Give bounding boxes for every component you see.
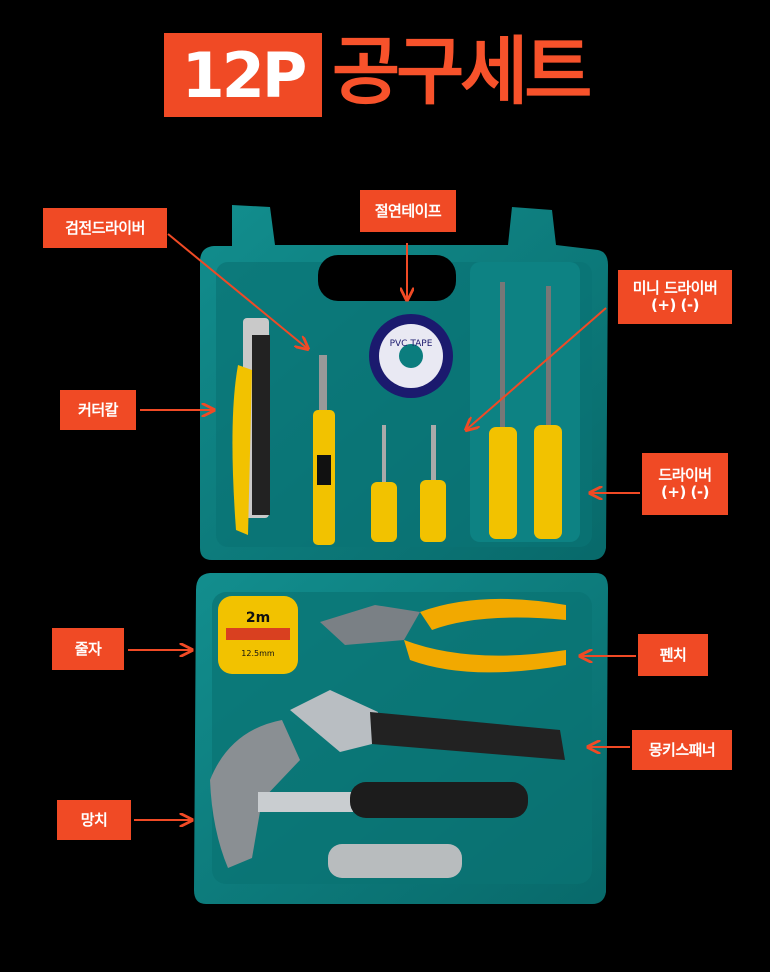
hammer-image	[210, 720, 528, 868]
wrench-image	[290, 690, 565, 760]
measure-width-text: 12.5mm	[241, 649, 275, 658]
tape-brand-text: PVC TAPE	[390, 339, 433, 349]
tray-handle	[328, 844, 462, 878]
tape-measure-image: 2m 12.5mm	[218, 596, 298, 674]
insulating-tape-image: PVC TAPE	[369, 314, 453, 398]
label-driver: 드라이버 (+) (-)	[642, 453, 728, 515]
callout-arrows	[128, 233, 640, 820]
measure-length-text: 2m	[246, 610, 270, 626]
label-tape-measure: 줄자	[52, 628, 124, 670]
label-pliers: 펜치	[638, 634, 708, 676]
small-screwdrivers-image	[371, 425, 446, 542]
pliers-image	[320, 598, 566, 673]
label-insulating-tape: 절연테이프	[360, 190, 456, 232]
label-cutter: 커터칼	[60, 390, 136, 430]
cutter-knife-image	[232, 318, 270, 535]
voltage-tester-arrow	[167, 233, 308, 349]
voltage-tester-image	[313, 355, 335, 545]
label-voltage-tester: 검전드라이버	[43, 208, 167, 248]
page-title: 공구세트	[332, 29, 592, 115]
handle-slot	[318, 255, 456, 301]
label-hammer: 망치	[57, 800, 131, 840]
mini-driver-arrow	[466, 307, 607, 430]
title-badge: 12P	[164, 33, 322, 117]
label-mini-driver: 미니 드라이버 (+) (-)	[618, 270, 732, 324]
label-monkey-spanner: 몽키스패너	[632, 730, 732, 770]
